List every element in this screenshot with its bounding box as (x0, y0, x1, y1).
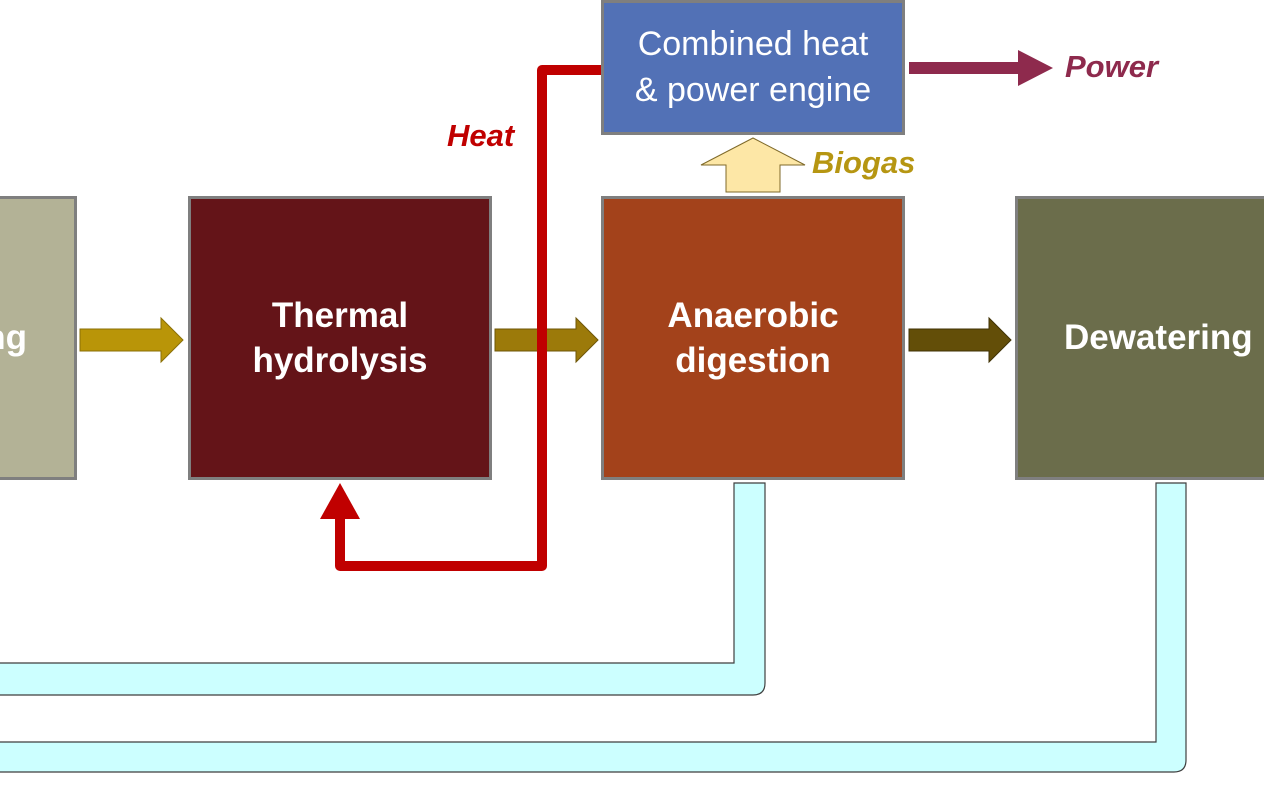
anaerobic-digestion-label: Anaerobic digestion (667, 295, 839, 381)
previous-process-box: ng (0, 196, 77, 480)
previous-process-label: ng (0, 318, 27, 358)
heat-label: Heat (447, 118, 515, 153)
flow-arrow-to-thermal (79, 316, 184, 364)
thermal-hydrolysis-box: Thermal hydrolysis (188, 196, 492, 480)
chp-engine-box: Combined heat & power engine (601, 0, 905, 135)
heat-arrowhead (320, 483, 360, 519)
dewatering-label: Dewatering (1064, 318, 1253, 358)
dewatering-box: Dewatering (1015, 196, 1264, 480)
power-label: Power (1065, 49, 1159, 84)
heat-flow-line (335, 65, 601, 571)
flow-arrow-to-dewatering (908, 316, 1012, 364)
chp-engine-label: Combined heat & power engine (634, 24, 872, 109)
thermal-hydrolysis-label: Thermal hydrolysis (252, 295, 428, 381)
return-pipe-anaerobic (0, 482, 766, 696)
anaerobic-digestion-box: Anaerobic digestion (601, 196, 905, 480)
biogas-arrow (700, 137, 806, 193)
power-arrow (909, 50, 1053, 86)
return-pipe-dewatering (0, 482, 1187, 773)
biogas-label: Biogas (812, 145, 916, 180)
